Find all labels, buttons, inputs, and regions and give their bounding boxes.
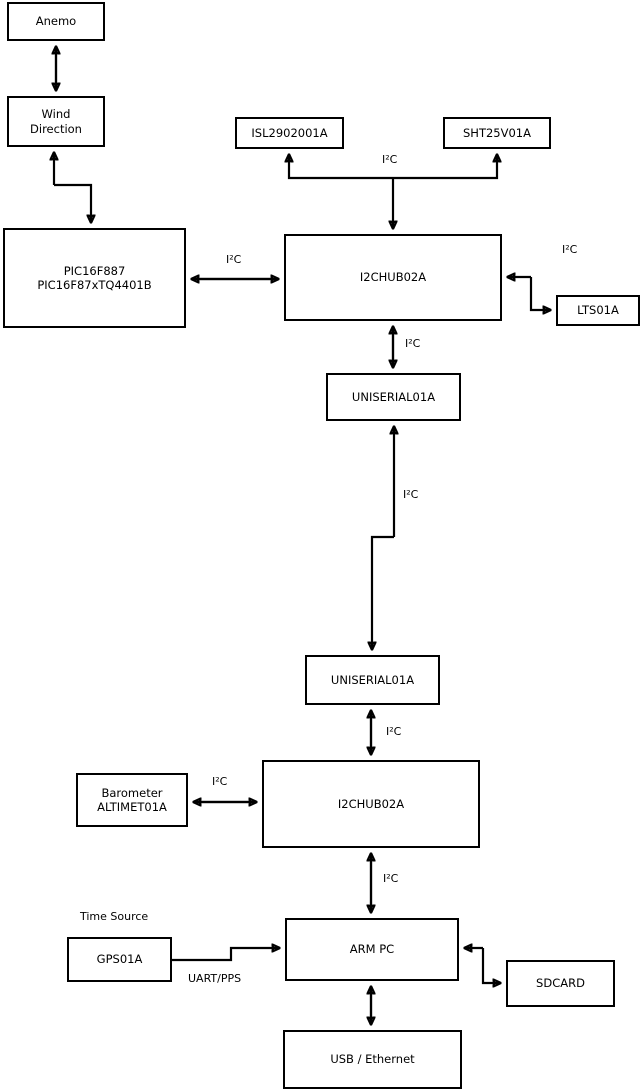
node-label: Anemo bbox=[35, 14, 77, 29]
node-i2chub02a-bottom[interactable]: I2CHUB02A bbox=[262, 760, 480, 848]
node-label: LTS01A bbox=[577, 303, 619, 318]
node-label-2: ALTIMET01A bbox=[97, 800, 167, 814]
node-label: Barometer bbox=[101, 785, 163, 800]
node-label-2: Direction bbox=[30, 121, 82, 136]
node-label: SHT25V01A bbox=[463, 125, 531, 140]
edge-label-i2c-hub-lts: I²C bbox=[562, 243, 578, 256]
node-usb-ethernet[interactable]: USB / Ethernet bbox=[283, 1030, 462, 1089]
node-label: SDCARD bbox=[536, 976, 585, 991]
wire-armpc-sdcard bbox=[481, 948, 500, 983]
wire-uniserial-link-down bbox=[372, 535, 394, 649]
node-lts01a[interactable]: LTS01A bbox=[556, 295, 640, 326]
wire-sensorbus-isl bbox=[289, 155, 393, 180]
edge-label-i2c-uniserial-link: I²C bbox=[403, 488, 419, 501]
node-pic[interactable]: PIC16F887 PIC16F87xTQ4401B bbox=[3, 228, 186, 328]
edge-label-i2c-barometer-hub: I²C bbox=[212, 775, 228, 788]
node-label: PIC16F887 bbox=[63, 263, 126, 278]
node-label: USB / Ethernet bbox=[330, 1052, 415, 1067]
wire-sensorbus-sht bbox=[393, 155, 497, 180]
edge-label-i2c-hub-uniserial: I²C bbox=[405, 337, 421, 350]
node-barometer[interactable]: Barometer ALTIMET01A bbox=[76, 773, 188, 827]
edge-label-uart-pps: UART/PPS bbox=[188, 972, 242, 985]
wire-wind-pic bbox=[54, 183, 91, 222]
node-label: Wind bbox=[41, 107, 71, 122]
node-label: I2CHUB02A bbox=[337, 796, 405, 811]
node-label: GPS01A bbox=[96, 952, 143, 967]
node-arm-pc[interactable]: ARM PC bbox=[285, 918, 459, 981]
node-sdcard[interactable]: SDCARD bbox=[506, 960, 615, 1007]
node-i2chub02a-top[interactable]: I2CHUB02A bbox=[284, 234, 502, 321]
node-label: UNISERIAL01A bbox=[351, 389, 436, 404]
edge-label-i2c-uniserial-hub-bottom: I²C bbox=[386, 725, 402, 738]
node-uniserial01a-top[interactable]: UNISERIAL01A bbox=[326, 373, 461, 421]
node-label: UNISERIAL01A bbox=[330, 672, 415, 687]
edge-label-i2c-pic-hub: I²C bbox=[226, 253, 242, 266]
node-label: I2CHUB02A bbox=[359, 270, 427, 285]
edge-label-i2c-sensors-top: I²C bbox=[382, 153, 398, 166]
node-sht25v01a[interactable]: SHT25V01A bbox=[443, 117, 551, 149]
wire-hub-lts bbox=[529, 277, 550, 310]
node-isl2902001a[interactable]: ISL2902001A bbox=[235, 117, 344, 149]
node-uniserial01a-bottom[interactable]: UNISERIAL01A bbox=[305, 655, 440, 705]
node-label-2: PIC16F87xTQ4401B bbox=[37, 278, 152, 292]
node-gps01a[interactable]: GPS01A bbox=[67, 937, 172, 982]
node-label: ISL2902001A bbox=[251, 125, 328, 140]
edge-label-i2c-hub-armpc: I²C bbox=[383, 872, 399, 885]
label-time-source: Time Source bbox=[80, 910, 149, 923]
node-label: ARM PC bbox=[349, 942, 395, 957]
node-wind-direction[interactable]: Wind Direction bbox=[7, 96, 105, 147]
wire-gps-armpc bbox=[172, 948, 279, 962]
node-anemo[interactable]: Anemo bbox=[7, 2, 105, 41]
